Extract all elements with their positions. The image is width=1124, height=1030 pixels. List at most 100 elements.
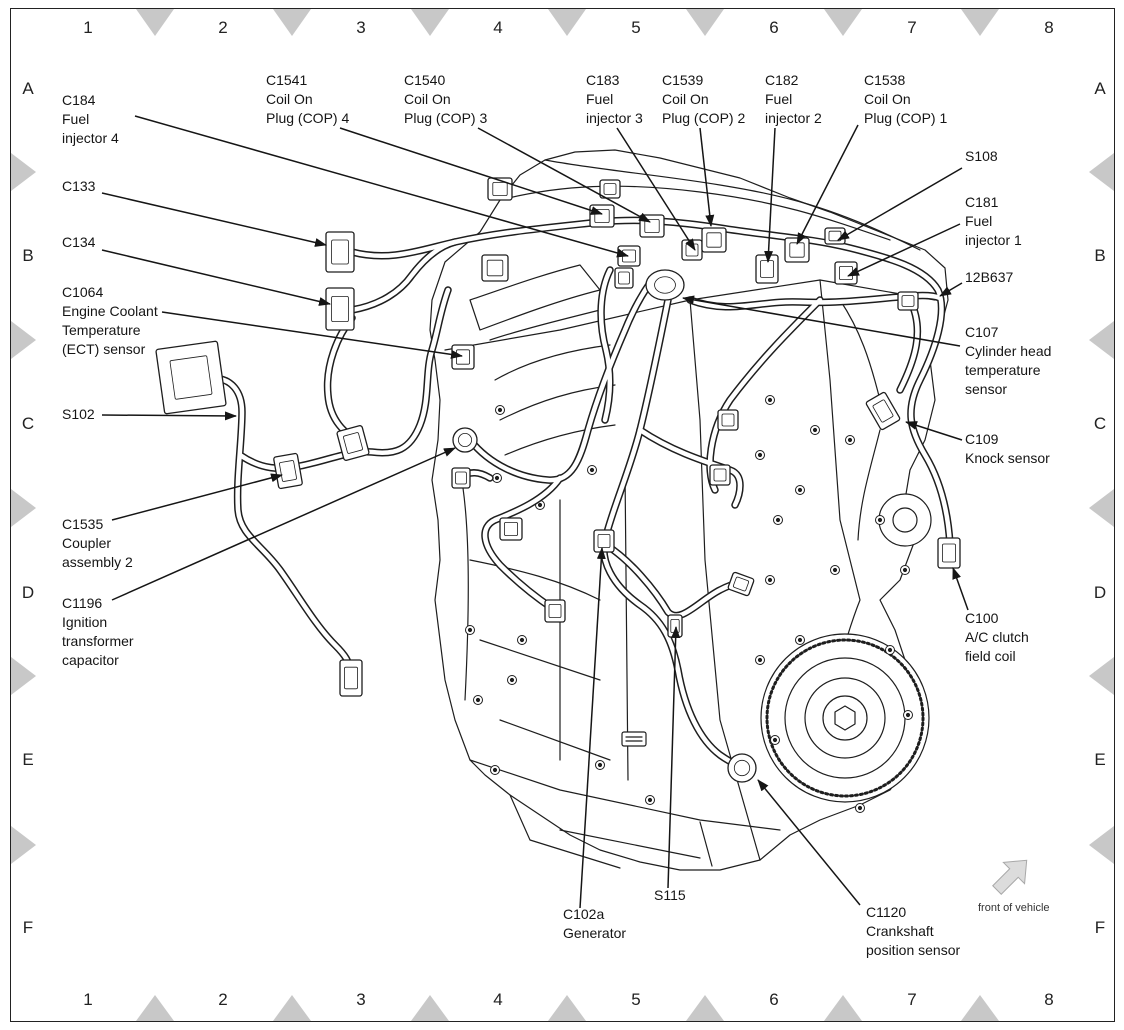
callout-c1120: C1120 Crankshaft position sensor	[866, 903, 960, 960]
ac-compressor-boss	[878, 493, 932, 547]
grid-marker-top	[273, 9, 311, 36]
callout-id: C1064	[62, 284, 104, 300]
connector-c1539-body	[701, 227, 727, 253]
callout-text: Generator	[563, 925, 627, 941]
leader-line-c133	[101, 192, 327, 247]
callout-text: Cylinder head	[965, 343, 1052, 359]
callout-text: Coil On	[404, 91, 451, 107]
connector-top-left-face	[492, 181, 508, 196]
grid-column-label: 6	[769, 18, 779, 37]
callout-text: Coil On	[864, 91, 911, 107]
connector-12b637	[897, 291, 919, 311]
grid-column-label: 8	[1044, 990, 1054, 1009]
callout-text: position sensor	[866, 942, 961, 958]
bolt-center	[877, 517, 883, 523]
grid-row-label: B	[22, 246, 34, 265]
connector-c184-body	[617, 245, 641, 267]
connector-c133	[325, 231, 355, 273]
callout-id: C134	[62, 234, 96, 250]
grid-row-label: E	[1094, 750, 1106, 769]
callout-s115: S115	[654, 886, 686, 905]
grid-column-label: 3	[356, 990, 366, 1009]
connector-c100-body	[937, 537, 961, 569]
bolt-center	[832, 567, 838, 573]
connector-side-body	[709, 464, 731, 486]
connector-12b637-face	[901, 295, 915, 307]
bolt-center	[589, 467, 595, 473]
bolt-center	[492, 767, 498, 773]
bolt-center	[857, 805, 863, 811]
grid-column-label: 4	[493, 18, 503, 37]
callout-c1541: C1541 Coil On Plug (COP) 4	[266, 71, 349, 128]
connector-s108-body	[824, 227, 846, 245]
connector-c1541	[589, 204, 615, 228]
callout-text: Plug (COP) 1	[864, 110, 948, 126]
connector-side-face	[713, 468, 727, 482]
front-of-vehicle-label: front of vehicle	[978, 902, 1050, 914]
bolt-center	[775, 517, 781, 523]
connector-s115-body	[667, 614, 683, 638]
leader-line-c1540	[477, 127, 651, 223]
leader-line-c100	[952, 567, 969, 611]
bolts	[465, 395, 913, 813]
connector-hanging-body	[339, 659, 363, 697]
connector-top-left-body	[487, 177, 513, 201]
callout-text: Coupler	[62, 535, 112, 551]
grid-row-label: E	[22, 750, 34, 769]
callout-id: C1120	[866, 904, 907, 920]
connector-manifold-body	[481, 254, 509, 282]
connector-c184	[617, 245, 641, 267]
callout-text: Fuel	[586, 91, 614, 107]
timing-cover-detail	[839, 299, 881, 541]
pulley-outer	[760, 633, 930, 803]
leader-line-c109	[905, 421, 963, 441]
connector-c107-face	[654, 276, 676, 294]
connector-misc-face	[455, 471, 467, 485]
grid-marker-bottom	[273, 995, 311, 1021]
oil-pan	[469, 759, 781, 869]
pulley-center	[822, 695, 868, 741]
callout-c1540: C1540 Coil On Plug (COP) 3	[404, 71, 487, 128]
pulley-grooves	[765, 638, 925, 798]
callout-text: assembly 2	[62, 554, 133, 570]
callout-text: Fuel	[765, 91, 793, 107]
harness-segment	[209, 375, 353, 675]
leader-line-c182	[764, 127, 776, 263]
callout-text: injector 1	[965, 232, 1022, 248]
connector-c107-body	[645, 269, 685, 301]
connector-misc	[451, 467, 471, 489]
grid-marker-right	[1089, 153, 1114, 191]
connector-s108	[824, 227, 846, 245]
connector-c1064-body	[451, 344, 475, 370]
connector-s102-block-body	[155, 340, 227, 415]
bolt-center	[797, 637, 803, 643]
bolt-center	[647, 797, 653, 803]
callout-text: Engine Coolant	[62, 303, 158, 319]
callout-id: C107	[965, 324, 999, 340]
callout-text: injector 3	[586, 110, 643, 126]
connector-c109-body	[865, 391, 901, 431]
bolt-center	[767, 397, 773, 403]
grid-row-label: A	[1094, 79, 1106, 98]
connector-c1538-body	[784, 237, 810, 263]
grid-column-label: 5	[631, 990, 641, 1009]
callout-text: Crankshaft	[866, 923, 934, 939]
leader-line-c1541	[339, 127, 603, 215]
bolt-center	[475, 697, 481, 703]
bolt-center	[905, 712, 911, 718]
callout-id: S115	[654, 887, 686, 903]
connector-c133-face	[331, 239, 349, 265]
connector-c1064	[451, 344, 475, 370]
grid-marker-top	[686, 9, 724, 36]
connector-c100	[937, 537, 961, 569]
ac-boss-outer	[878, 493, 932, 547]
harness-segment	[598, 267, 613, 423]
connector-side-face	[721, 413, 735, 427]
callout-text: Knock sensor	[965, 450, 1050, 466]
harness-segment	[687, 293, 943, 309]
callout-c107: C107 Cylinder head temperature sensor	[965, 323, 1051, 399]
connector-side-body	[717, 409, 739, 431]
grid-marker-left	[11, 321, 36, 359]
connector-hanging	[339, 659, 363, 697]
callout-c1196: C1196 Ignition transformer capacitor	[62, 594, 134, 670]
